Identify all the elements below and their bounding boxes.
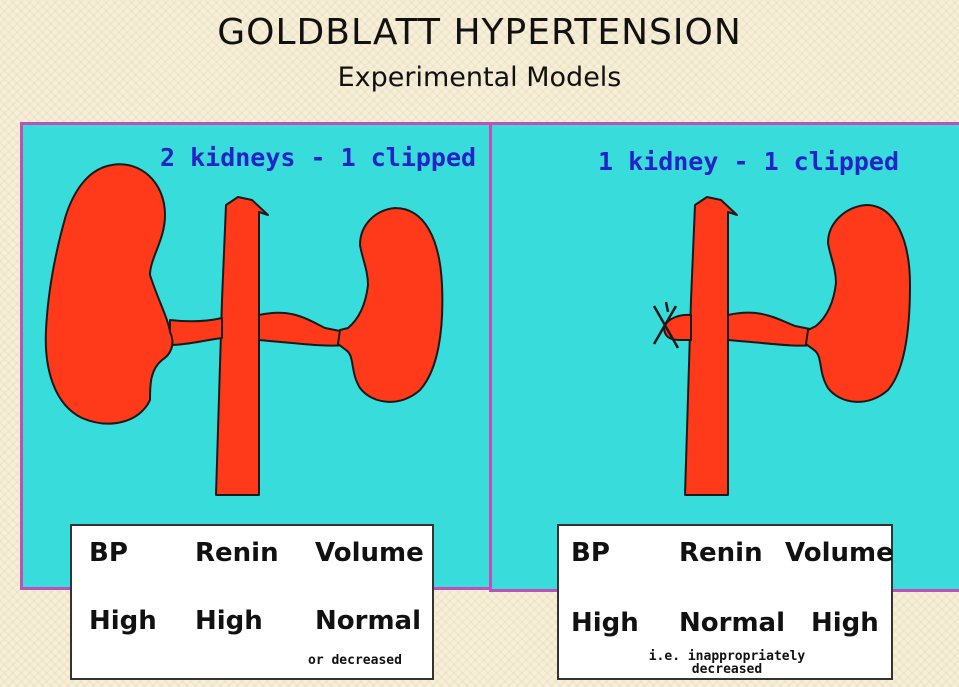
renin-note-line2: decreased (647, 663, 807, 676)
info-box-one-kidney: BP Renin Volume High Normal High i.e. in… (557, 524, 893, 680)
volume-note: or decreased (308, 654, 402, 667)
header-bp: BP (571, 538, 610, 568)
value-renin: Normal (679, 608, 785, 638)
value-bp: High (571, 608, 639, 638)
header-renin: Renin (195, 538, 279, 568)
value-volume: High (811, 608, 879, 638)
renal-artery-right-side (259, 313, 345, 346)
value-renin: High (195, 606, 263, 636)
kidney-left-right (338, 208, 442, 402)
value-bp: High (89, 606, 157, 636)
header-bp: BP (89, 538, 128, 568)
header-volume: Volume (785, 538, 894, 568)
header-renin: Renin (679, 538, 763, 568)
renal-artery-right-panel (728, 313, 815, 346)
aorta-right (685, 197, 737, 495)
renal-artery-left-side (170, 318, 222, 345)
info-box-two-kidneys: BP Renin Volume High High Normal or decr… (70, 524, 434, 680)
header-volume: Volume (315, 538, 424, 568)
kidney-right-single (806, 205, 910, 402)
renin-note: i.e. inappropriately decreased (647, 650, 807, 676)
kidney-left-left (46, 164, 173, 423)
value-volume: Normal (315, 606, 421, 636)
aorta-left (216, 197, 268, 495)
